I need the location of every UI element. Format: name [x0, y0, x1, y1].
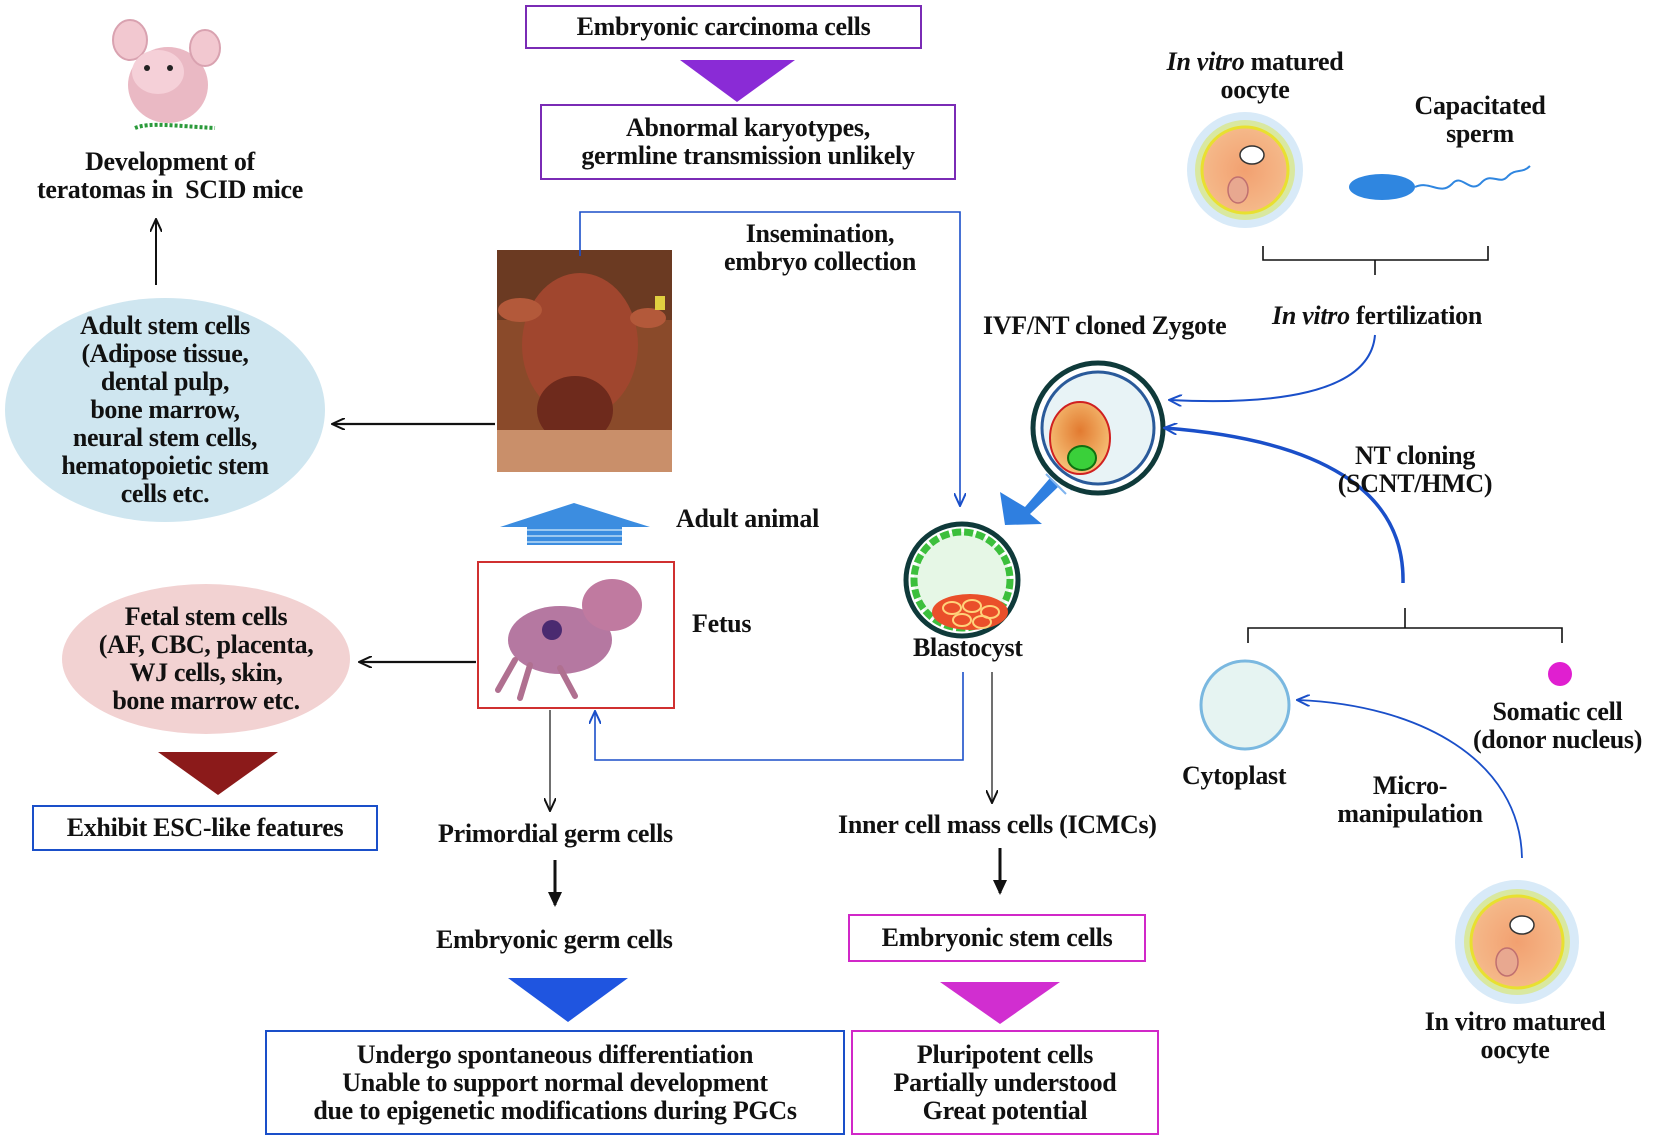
- blastocyst-to-fetus-arrow: [595, 672, 964, 761]
- insemination-label: Insemination, embryo collection: [700, 220, 940, 276]
- nt-cloning-line-2: (SCNT/HMC): [1337, 469, 1493, 498]
- adult-stem-cells-oval: Adult stem cells (Adipose tissue, dental…: [5, 298, 325, 522]
- ivf-italic: In vitro: [1272, 301, 1350, 330]
- zygote-image: [1030, 360, 1166, 496]
- ivf-to-zygote-arrow: [1170, 334, 1376, 401]
- nt-to-zygote-arrow: [1165, 428, 1405, 584]
- esc-outcome-line-2: Partially understood: [893, 1067, 1117, 1097]
- oocyte-top-image: [1187, 112, 1303, 228]
- egc-outcome-box: Undergo spontaneous differentiation Unab…: [265, 1030, 845, 1135]
- fetal-stem-line-4: bone marrow etc.: [112, 686, 300, 715]
- blastocyst-label: Blastocyst: [913, 633, 1023, 662]
- oocyte-bottom-image: [1455, 880, 1579, 1004]
- insemination-arrow: [579, 211, 960, 505]
- adult-stem-line-2: (Adipose tissue,: [81, 339, 249, 368]
- fetal-stem-line-1: Fetal stem cells: [124, 602, 288, 631]
- ec-outcome-line-1: Abnormal karyotypes,: [626, 113, 870, 142]
- micromanipulation-line-1: Micro-: [1372, 771, 1448, 800]
- oocyte-bottom-line-2: oocyte: [1480, 1035, 1550, 1064]
- somatic-label: Somatic cell (donor nucleus): [1460, 698, 1655, 754]
- pgc-label: Primordial germ cells: [438, 819, 673, 848]
- somatic-line-1: Somatic cell: [1492, 697, 1623, 726]
- insemination-line-2: embryo collection: [723, 247, 916, 276]
- egc-label: Embryonic germ cells: [436, 925, 673, 954]
- esc-label: Embryonic stem cells: [881, 923, 1113, 952]
- mouse-caption-line-1: Development of: [85, 147, 255, 176]
- somatic-cell-image: [1548, 662, 1572, 686]
- cytoplast-label: Cytoplast: [1182, 761, 1287, 790]
- esc-outcome-box: Pluripotent cells Partially understood G…: [851, 1030, 1159, 1135]
- adult-stem-line-7: cells etc.: [120, 479, 210, 508]
- ec-outcome-line-2: germline transmission unlikely: [581, 141, 915, 170]
- oocyte-top-italic: In vitro: [1166, 47, 1245, 76]
- micromanipulation-arrow: [1298, 700, 1523, 859]
- adult-stem-line-1: Adult stem cells: [80, 311, 250, 340]
- nt-cloning-line-1: NT cloning: [1354, 441, 1476, 470]
- adult-animal-label: Adult animal: [676, 504, 820, 533]
- sperm-line-2: sperm: [1446, 119, 1514, 148]
- somatic-line-2: (donor nucleus): [1472, 725, 1643, 754]
- icm-label: Inner cell mass cells (ICMCs): [838, 810, 1157, 839]
- ec-outcome-box: Abnormal karyotypes, germline transmissi…: [540, 104, 956, 180]
- esc-triangle: [940, 982, 1060, 1024]
- nt-bracket: [1247, 608, 1563, 643]
- oocyte-top-label: In vitro matured oocyte: [1140, 48, 1370, 104]
- micromanipulation-label: Micro- manipulation: [1315, 772, 1505, 828]
- mouse-caption: Development of teratomas in SCID mice: [20, 148, 320, 204]
- ec-triangle: [680, 60, 795, 102]
- esc-box: Embryonic stem cells: [848, 914, 1146, 962]
- sperm-image: [1349, 165, 1531, 200]
- egc-outcome-line-1: Undergo spontaneous differentiation: [356, 1039, 754, 1069]
- oocyte-top-line-2: oocyte: [1220, 75, 1290, 104]
- oocyte-bottom-label: In vitro matured oocyte: [1400, 1008, 1630, 1064]
- fetal-stem-cells-oval: Fetal stem cells (AF, CBC, placenta, WJ …: [62, 584, 350, 734]
- fetal-triangle: [158, 752, 278, 795]
- oocyte-top-rest: matured: [1244, 47, 1344, 76]
- ivf-rest: fertilization: [1349, 301, 1483, 330]
- adult-stem-line-6: hematopoietic stem: [61, 451, 269, 480]
- micromanipulation-line-2: manipulation: [1337, 799, 1483, 828]
- esc-like-label: Exhibit ESC-like features: [66, 813, 344, 842]
- esc-like-box: Exhibit ESC-like features: [32, 805, 378, 851]
- blastocyst-image: [903, 521, 1021, 639]
- zygote-label: IVF/NT cloned Zygote: [983, 311, 1227, 340]
- oocyte-bottom-line-1: In vitro matured: [1424, 1007, 1606, 1036]
- adult-stem-line-3: dental pulp,: [100, 367, 230, 396]
- sperm-line-1: Capacitated: [1414, 91, 1546, 120]
- ec-cells-box: Embryonic carcinoma cells: [525, 5, 922, 49]
- fetus-image: [495, 579, 642, 701]
- egc-outcome-line-3: due to epigenetic modifications during P…: [313, 1095, 797, 1125]
- ec-cells-label: Embryonic carcinoma cells: [576, 12, 871, 41]
- fetus-label: Fetus: [692, 609, 752, 638]
- scid-mouse-image: [112, 19, 221, 130]
- cytoplast-image: [1199, 659, 1291, 751]
- mouse-caption-line-2: teratomas in SCID mice: [36, 175, 304, 204]
- sperm-label: Capacitated sperm: [1385, 92, 1575, 148]
- fetal-stem-line-3: WJ cells, skin,: [129, 658, 283, 687]
- ivf-bracket: [1262, 246, 1489, 275]
- egc-outcome-line-2: Unable to support normal development: [342, 1067, 768, 1097]
- fetal-stem-line-2: (AF, CBC, placenta,: [98, 630, 314, 659]
- insemination-line-1: Insemination,: [745, 219, 895, 248]
- nt-cloning-label: NT cloning (SCNT/HMC): [1320, 442, 1510, 498]
- esc-outcome-line-3: Great potential: [922, 1095, 1088, 1125]
- ivf-label: In vitro fertilization: [1272, 302, 1482, 330]
- adult-stem-line-5: neural stem cells,: [72, 423, 258, 452]
- fetus-to-adult-arrow: [500, 503, 650, 545]
- adult-stem-line-4: bone marrow,: [90, 395, 240, 424]
- esc-outcome-line-1: Pluripotent cells: [916, 1039, 1094, 1069]
- cow-image: [497, 250, 672, 472]
- egc-triangle: [508, 978, 628, 1022]
- oocyte-top-line-1: In vitro matured: [1140, 48, 1370, 76]
